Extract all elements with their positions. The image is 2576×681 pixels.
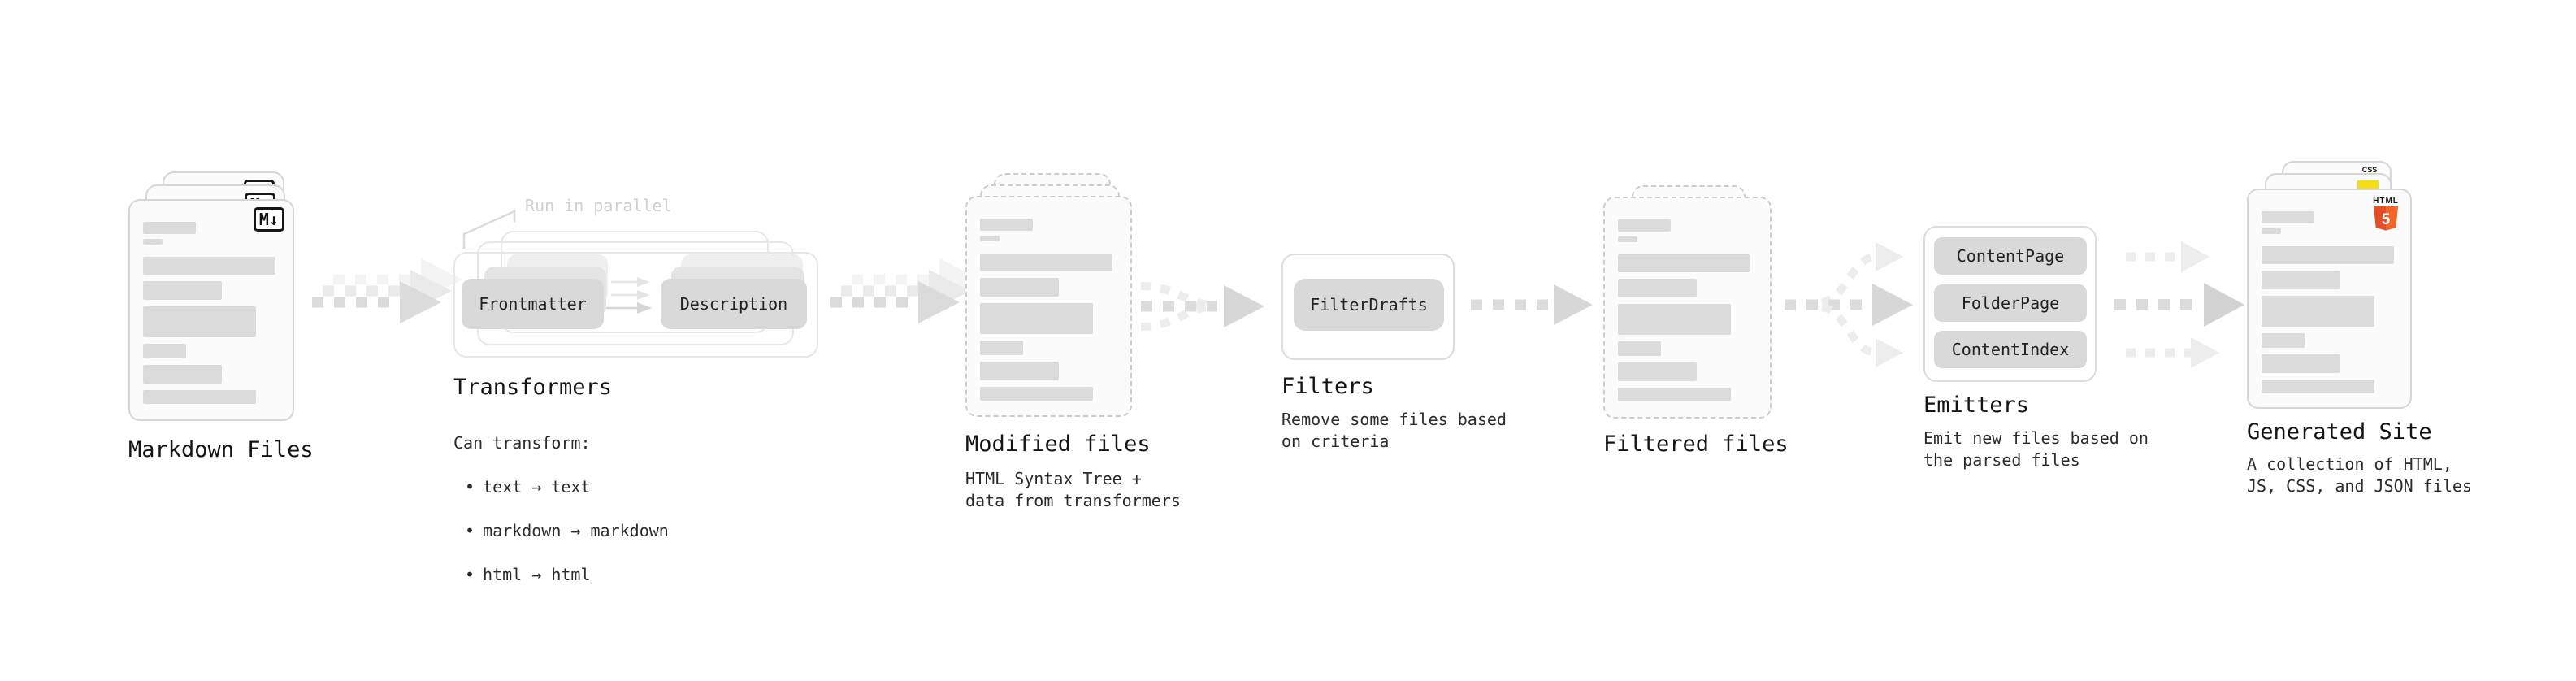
markdown-icon: M↓ bbox=[253, 207, 284, 232]
emitter-box-folderpage: FolderPage bbox=[1934, 284, 2087, 322]
generated-file-card-html: HTML 5 bbox=[2247, 189, 2412, 409]
filters-note: Remove some files based on criteria bbox=[1281, 410, 1507, 451]
bullet-label: markdown → markdown bbox=[483, 521, 669, 540]
bullet-label: html → html bbox=[483, 565, 591, 584]
html5-word: HTML bbox=[2373, 197, 2399, 206]
doc-placeholder-lines bbox=[130, 201, 293, 404]
bullet-icon: • bbox=[465, 477, 475, 497]
arrow-filters-to-filtered-icon bbox=[1471, 284, 1593, 325]
arrow-transformers-to-modified-icon bbox=[830, 258, 981, 323]
stage-label-filtered-files: Filtered files bbox=[1603, 432, 1789, 457]
stage-label-markdown-files: Markdown Files bbox=[128, 437, 314, 462]
modified-files-note: HTML Syntax Tree + data from transformer… bbox=[965, 469, 1181, 510]
stage-label-modified-files: Modified files bbox=[965, 432, 1151, 457]
html5-number: 5 bbox=[2382, 211, 2391, 228]
arrow-filtered-to-emitters-icon bbox=[1785, 242, 1913, 367]
annotation-leader-line bbox=[462, 210, 516, 249]
transformer-box-frontmatter: Frontmatter bbox=[462, 279, 604, 329]
bullet-label: text → text bbox=[483, 477, 591, 497]
run-in-parallel-annotation: Run in parallel bbox=[525, 196, 672, 215]
stage-label-emitters: Emitters bbox=[1923, 393, 2030, 418]
transform-bullet-markdown: • markdown → markdown bbox=[453, 520, 669, 542]
emitters-note: Emit new files based on the parsed files bbox=[1923, 428, 2149, 470]
stage-label-filters: Filters bbox=[1281, 374, 1374, 399]
transformer-box-description: Description bbox=[661, 279, 807, 329]
transform-bullet-text: • text → text bbox=[453, 476, 669, 498]
doc-placeholder-lines bbox=[2249, 190, 2410, 393]
filtered-file-card-front bbox=[1603, 197, 1772, 419]
emitter-box-contentindex: ContentIndex bbox=[1934, 331, 2087, 368]
transformer-mini-arrows-icon bbox=[606, 277, 652, 314]
arrow-markdown-to-transformers-icon bbox=[312, 258, 462, 323]
stage-label-generated-site: Generated Site bbox=[2247, 419, 2432, 445]
html5-logo-icon: HTML 5 bbox=[2370, 195, 2402, 232]
transformers-note-title: Can transform: bbox=[453, 433, 591, 453]
filter-box-filterdrafts: FilterDrafts bbox=[1294, 279, 1444, 331]
transformer-stack-outline-front bbox=[453, 252, 818, 358]
bullet-icon: • bbox=[465, 521, 475, 540]
bullet-icon: • bbox=[465, 565, 475, 584]
transform-bullet-html: • html → html bbox=[453, 564, 669, 586]
arrow-modified-to-filters-icon bbox=[1140, 282, 1264, 331]
doc-placeholder-lines bbox=[1605, 198, 1770, 401]
arrow-emitters-to-generated-icon bbox=[2114, 241, 2244, 368]
css-badge-label: CSS bbox=[2361, 166, 2378, 174]
stage-label-transformers: Transformers bbox=[453, 375, 613, 400]
emitter-box-contentpage: ContentPage bbox=[1934, 237, 2087, 275]
modified-file-card-front bbox=[965, 196, 1132, 417]
markdown-file-card-front: M↓ bbox=[128, 199, 294, 421]
html5-shield-right bbox=[2386, 206, 2398, 231]
transformers-note: Can transform: • text → text • markdown … bbox=[453, 410, 669, 608]
generated-site-note: A collection of HTML, JS, CSS, and JSON … bbox=[2247, 454, 2472, 496]
doc-placeholder-lines bbox=[967, 197, 1130, 401]
